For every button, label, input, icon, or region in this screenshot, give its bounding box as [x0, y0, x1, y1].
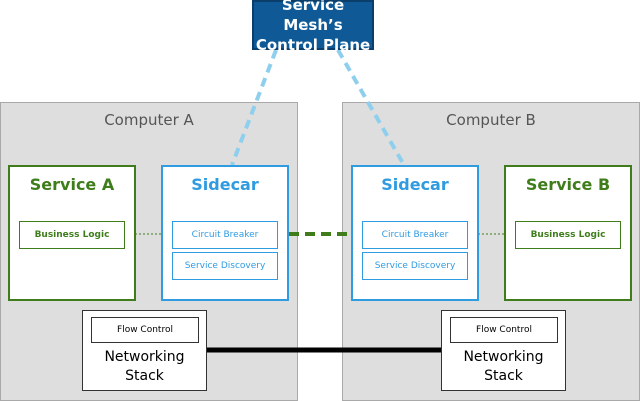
flow-control-a: Flow Control — [91, 317, 199, 343]
sidecar-a-title: Sidecar — [191, 175, 259, 194]
business-logic-a: Business Logic — [19, 221, 125, 249]
service-b-box: Service B Business Logic — [504, 165, 632, 301]
networking-stack-b-label: Networking Stack — [463, 349, 544, 384]
service-a-title: Service A — [29, 175, 115, 194]
circuit-breaker-b: Circuit Breaker — [362, 221, 468, 249]
circuit-breaker-a: Circuit Breaker — [172, 221, 278, 249]
control-plane-box: Service Mesh’s Control Plane — [252, 0, 374, 54]
service-discovery-a: Service Discovery — [172, 252, 278, 280]
service-b-title: Service B — [525, 175, 611, 194]
sidecar-a-box: Sidecar Circuit Breaker Service Discover… — [161, 165, 289, 301]
networking-stack-b: Flow Control Networking Stack — [441, 310, 566, 391]
networking-stack-a: Flow Control Networking Stack — [82, 310, 207, 391]
sidecar-b-box: Sidecar Circuit Breaker Service Discover… — [351, 165, 479, 301]
sidecar-b-title: Sidecar — [381, 175, 449, 194]
computer-b-title: Computer B — [446, 111, 536, 129]
business-logic-b: Business Logic — [515, 221, 621, 249]
control-link-a — [230, 49, 278, 166]
computer-a-title: Computer A — [104, 111, 194, 129]
networking-stack-a-label: Networking Stack — [104, 349, 185, 384]
service-a-box: Service A Business Logic — [8, 165, 136, 301]
control-link-b — [336, 49, 406, 166]
control-plane-label: Service Mesh’s Control Plane — [255, 0, 371, 54]
flow-control-b: Flow Control — [450, 317, 558, 343]
service-discovery-b: Service Discovery — [362, 252, 468, 280]
